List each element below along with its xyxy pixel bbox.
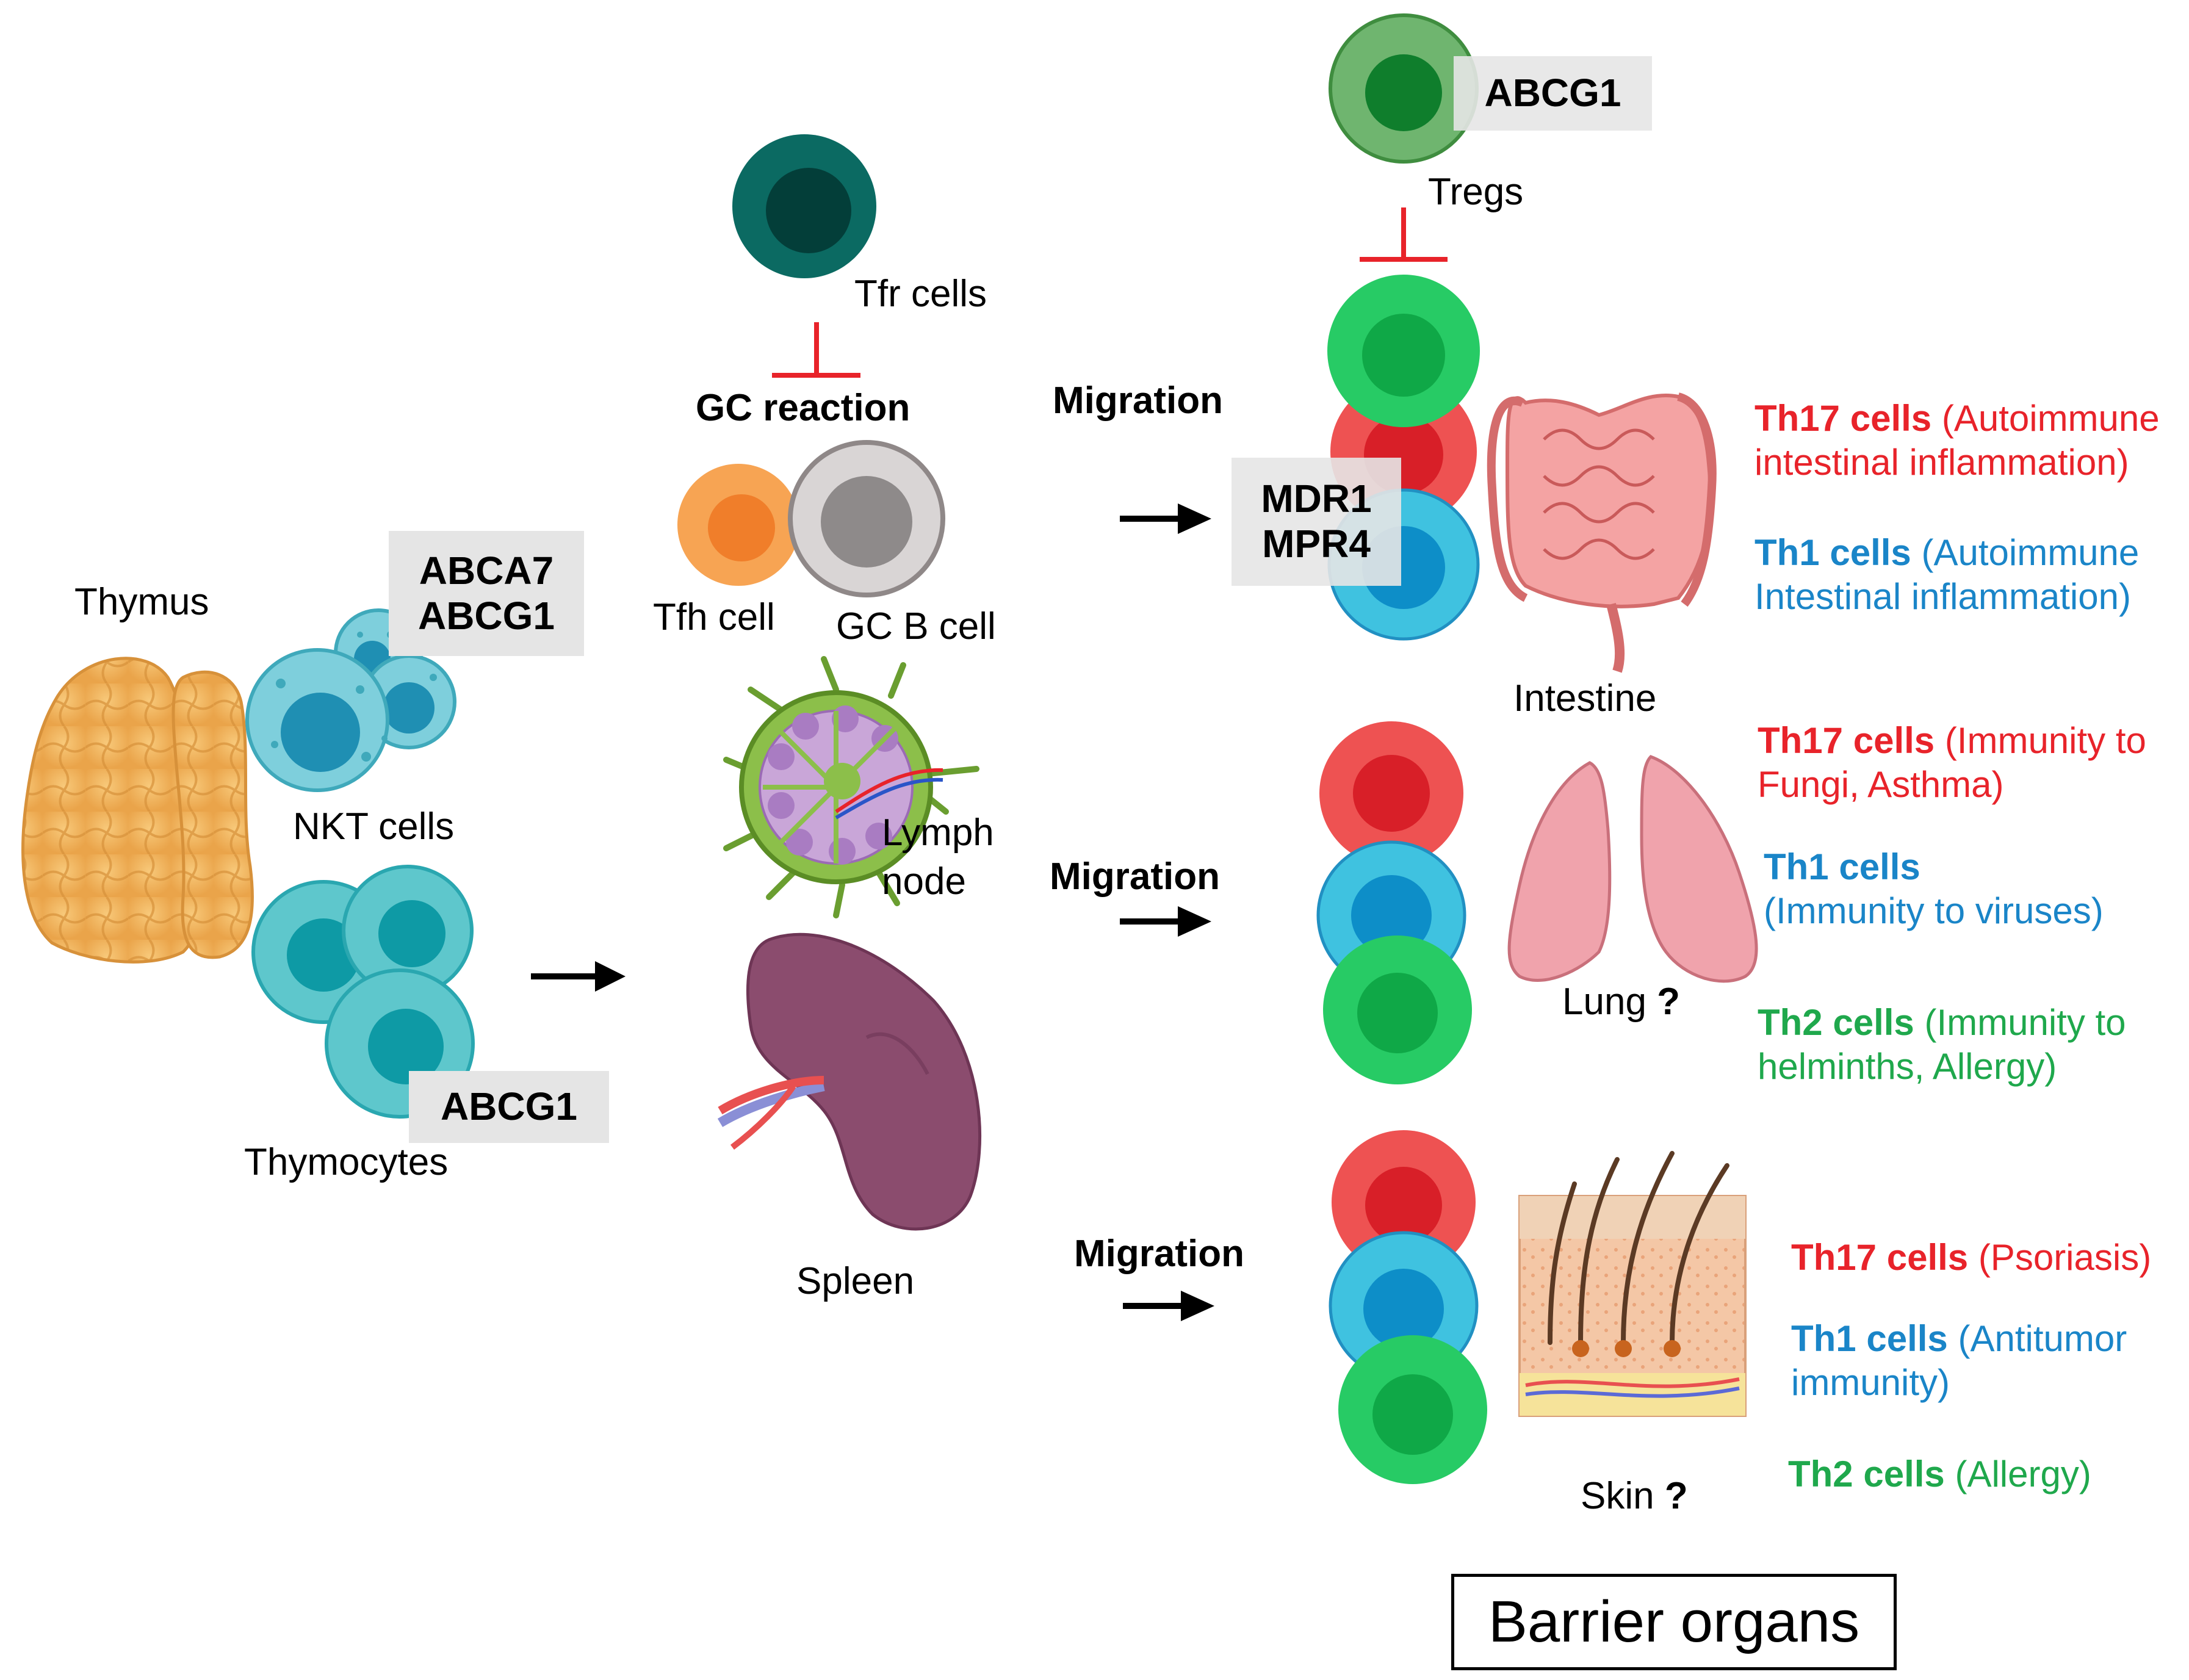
migration-arrow-skin xyxy=(1123,1291,1214,1321)
skin-cell-stack xyxy=(1329,1130,1487,1484)
arrow-to-lymphoid xyxy=(531,961,626,992)
thymus-organ-icon xyxy=(21,657,254,964)
migration-arrow-lung xyxy=(1120,906,1211,937)
skin-th17-annotation: Th17 cells (Psoriasis) xyxy=(1791,1237,2152,1278)
skin-section-icon xyxy=(1518,1151,1747,1417)
tfh-cell xyxy=(677,464,799,586)
intestine-th1-annotation: Th1 cells (Autoimmune Intestinal inflamm… xyxy=(1754,532,2140,617)
transporter-abcg1: ABCG1 xyxy=(1484,71,1621,115)
migration-label-skin: Migration xyxy=(1074,1233,1244,1275)
lung-organ-icon xyxy=(1507,755,1758,983)
transporter-mdr1: MDR1 xyxy=(1261,477,1372,521)
migration-label-intestine: Migration xyxy=(1053,380,1223,422)
lung-label: Lung ? xyxy=(1562,981,1681,1023)
tregs-label: Tregs xyxy=(1428,171,1524,213)
lung-cell-stack xyxy=(1316,721,1472,1084)
migration-label-lung: Migration xyxy=(1050,856,1220,898)
lymph-node-icon xyxy=(723,656,979,918)
thymocytes-label: Thymocytes xyxy=(244,1141,449,1183)
skin-th1-annotation: Th1 cells (Antitumor immunity) xyxy=(1791,1318,2127,1403)
spleen-organ-icon xyxy=(717,932,982,1231)
thymocyte-transporter-box: ABCG1 xyxy=(409,1071,609,1143)
transporter-abca7: ABCA7 xyxy=(419,548,554,593)
spleen-label: Spleen xyxy=(796,1260,915,1302)
treg-inhibition-symbol xyxy=(1360,207,1448,262)
lung-th1-annotation: Th1 cells (Immunity to viruses) xyxy=(1764,846,2104,931)
intestine-th17-annotation: Th17 cells (Autoimmune intestinal inflam… xyxy=(1754,398,2160,483)
inhibition-symbol xyxy=(772,322,860,378)
barrier-organs-box: Barrier organs xyxy=(1451,1574,1897,1670)
barrier-organs-label: Barrier organs xyxy=(1488,1589,1860,1654)
lung-th17-annotation: Th17 cells (Immunity to Fungi, Asthma) xyxy=(1758,720,2146,805)
transporter-mpr4: MPR4 xyxy=(1262,522,1371,566)
lung-th2-annotation: Th2 cells (Immunity to helminths, Allerg… xyxy=(1758,1002,2126,1087)
gc-reaction-label: GC reaction xyxy=(696,387,911,429)
tfh-cell-label: Tfh cell xyxy=(653,596,775,638)
skin-th2-annotation: Th2 cells (Allergy) xyxy=(1788,1454,2091,1494)
tfr-cell xyxy=(732,134,876,278)
intestine-transporter-box: MDR1 MPR4 xyxy=(1232,458,1401,586)
nkt-cells-label: NKT cells xyxy=(293,806,455,848)
nkt-transporter-box: ABCA7 ABCG1 xyxy=(389,531,584,656)
intestine-organ-icon xyxy=(1487,392,1717,673)
transporter-abcg1: ABCG1 xyxy=(417,593,555,638)
gc-b-cell-label: GC B cell xyxy=(836,605,996,647)
tfr-cells-label: Tfr cells xyxy=(854,273,987,315)
lymph-node-label-line1: Lymph xyxy=(882,812,994,854)
treg-transporter-box: ABCG1 xyxy=(1454,56,1652,131)
gc-b-cell xyxy=(788,440,945,597)
thymus-label: Thymus xyxy=(74,581,209,623)
skin-label: Skin ? xyxy=(1581,1475,1688,1517)
lymph-node-label-line2: node xyxy=(882,860,966,903)
thymocyte-cluster xyxy=(251,865,475,1119)
intestine-label: Intestine xyxy=(1513,677,1657,719)
transporter-abcg1: ABCG1 xyxy=(440,1084,578,1129)
migration-arrow-intestine xyxy=(1120,503,1211,534)
nkt-cell-cluster xyxy=(245,608,456,792)
